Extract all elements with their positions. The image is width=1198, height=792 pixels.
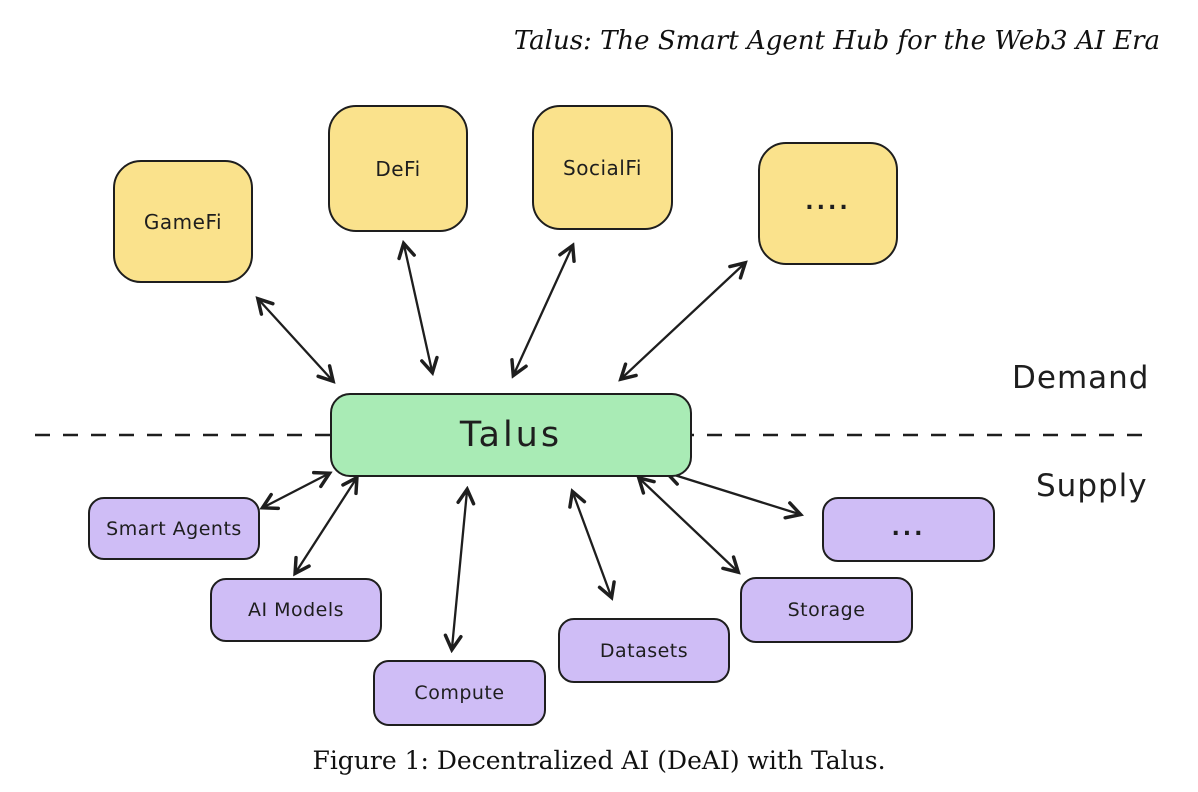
node-compute: Compute — [373, 660, 546, 726]
node-defi: DeFi — [328, 105, 468, 232]
node-storage-label: Storage — [787, 599, 866, 621]
node-defi-label: DeFi — [375, 156, 421, 181]
arrow-talus-defi — [404, 245, 432, 371]
arrow-talus-storage — [640, 479, 737, 571]
node-talus: Talus — [330, 393, 692, 477]
node-compute-label: Compute — [414, 682, 505, 704]
arrow-talus-compute — [452, 491, 467, 648]
paper-running-title: Talus: The Smart Agent Hub for the Web3 … — [513, 26, 1160, 56]
arrow-talus-ai-models — [296, 479, 356, 572]
supply-label: Supply — [1036, 468, 1148, 504]
figure-caption: Figure 1: Decentralized AI (DeAI) with T… — [312, 746, 886, 775]
node-more-demand: .... — [758, 142, 898, 265]
node-smart-agents: Smart Agents — [88, 497, 260, 560]
node-more-supply-label: ... — [891, 516, 926, 542]
node-ai-models: AI Models — [210, 578, 382, 642]
node-datasets: Datasets — [558, 618, 730, 683]
node-socialfi: SocialFi — [532, 105, 673, 230]
node-talus-label: Talus — [459, 415, 563, 455]
node-datasets-label: Datasets — [599, 639, 689, 662]
node-smart-agents-label: Smart Agents — [106, 517, 242, 540]
node-socialfi-label: SocialFi — [563, 155, 642, 180]
demand-label: Demand — [1012, 360, 1150, 396]
node-gamefi-label: GameFi — [143, 209, 223, 234]
arrow-talus-gamefi — [259, 300, 332, 380]
node-more-demand-label: .... — [805, 190, 851, 216]
node-gamefi: GameFi — [113, 160, 253, 283]
node-ai-models-label: AI Models — [247, 599, 345, 621]
arrow-talus-socialfi — [514, 247, 572, 374]
arrow-talus-datasets — [573, 493, 611, 596]
arrow-talus-more-demand — [622, 264, 744, 378]
arrow-talus-more-supply — [668, 473, 799, 514]
node-storage: Storage — [740, 577, 913, 643]
node-more-supply: ... — [822, 497, 995, 562]
